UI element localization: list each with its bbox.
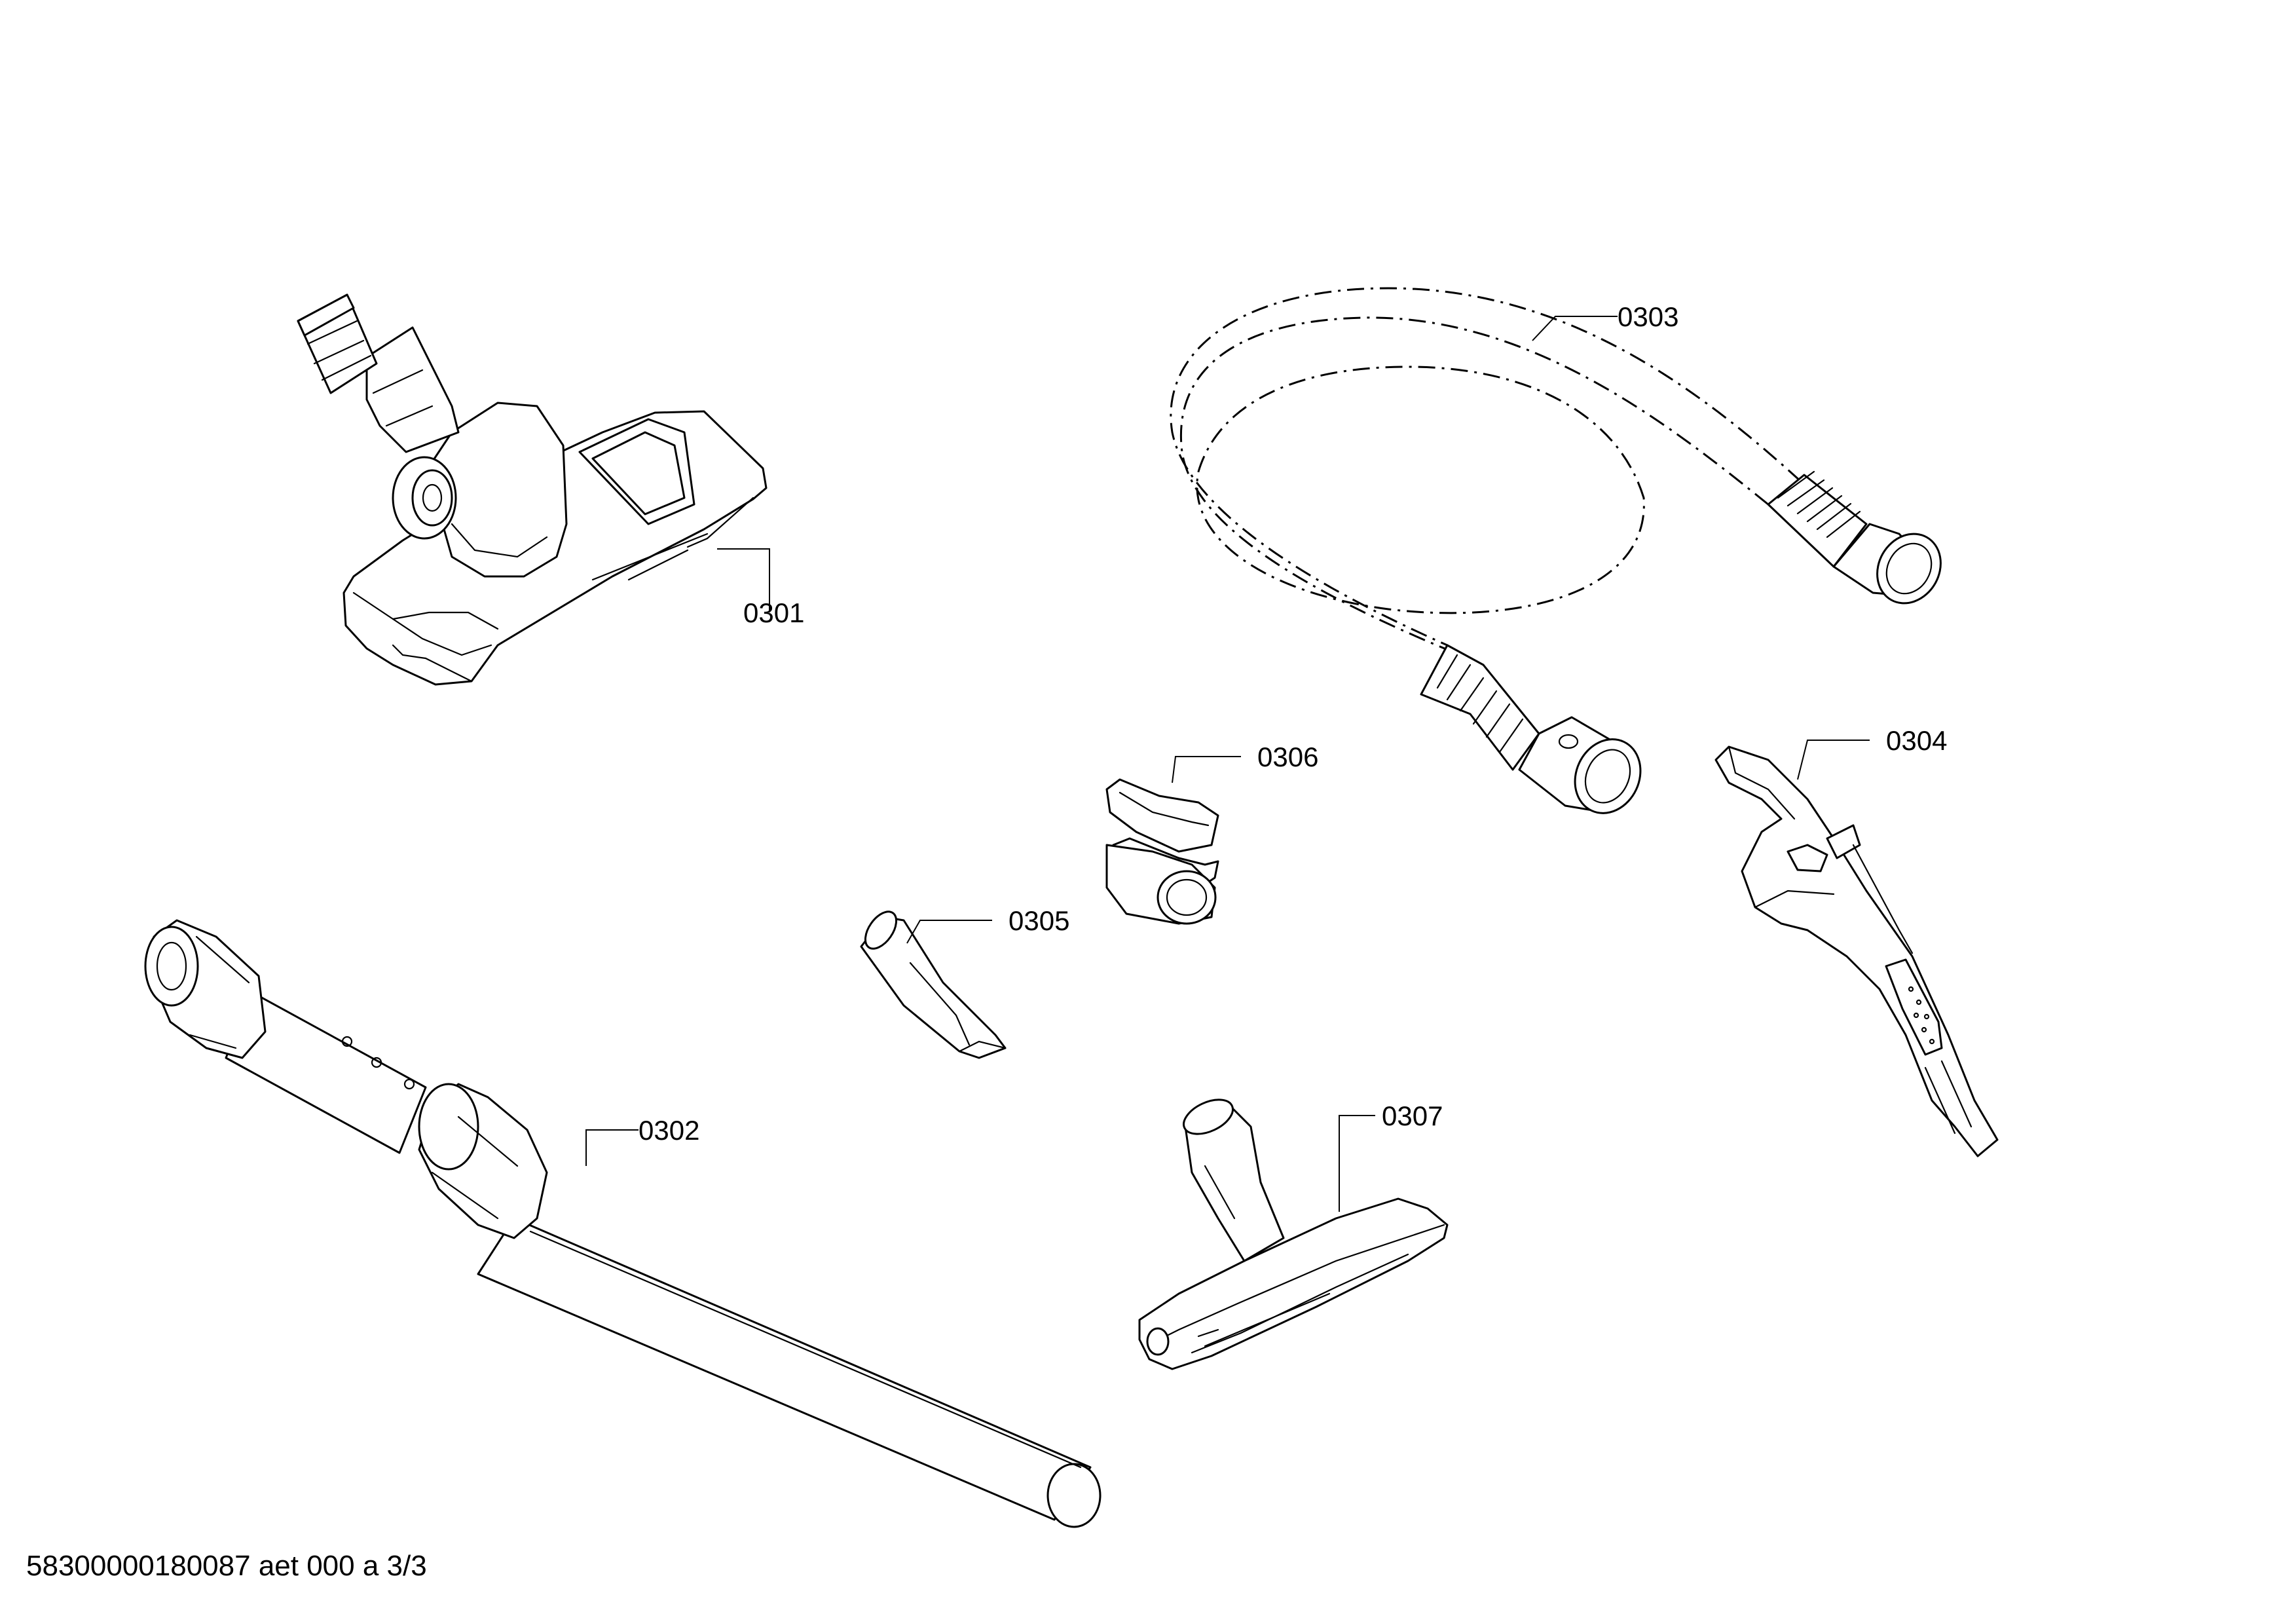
part-label-0307: 0307	[1382, 1100, 1443, 1131]
part-label-0306: 0306	[1257, 741, 1318, 772]
part-label-0302: 0302	[639, 1115, 699, 1146]
part-label-0304: 0304	[1886, 725, 1947, 756]
floor-nozzle-drawing[interactable]: 0301	[297, 293, 804, 686]
part-label-0301: 0301	[743, 597, 804, 628]
accessory-clip-drawing[interactable]: 0306	[1105, 741, 1318, 925]
suction-hose-drawing[interactable]: 0303	[1170, 287, 1953, 824]
crevice-nozzle-drawing[interactable]: 0305	[859, 905, 1070, 1059]
part-label-0303: 0303	[1618, 301, 1678, 332]
part-label-0305: 0305	[1009, 905, 1069, 936]
drawing-code: 58300000180087 aet 000 a 3/3	[26, 1550, 427, 1582]
telescopic-tube-drawing[interactable]: 0302	[144, 919, 1102, 1528]
handle-drawing[interactable]: 0304	[1714, 725, 1999, 1157]
upholstery-nozzle-drawing[interactable]: 0307	[1138, 1093, 1449, 1370]
